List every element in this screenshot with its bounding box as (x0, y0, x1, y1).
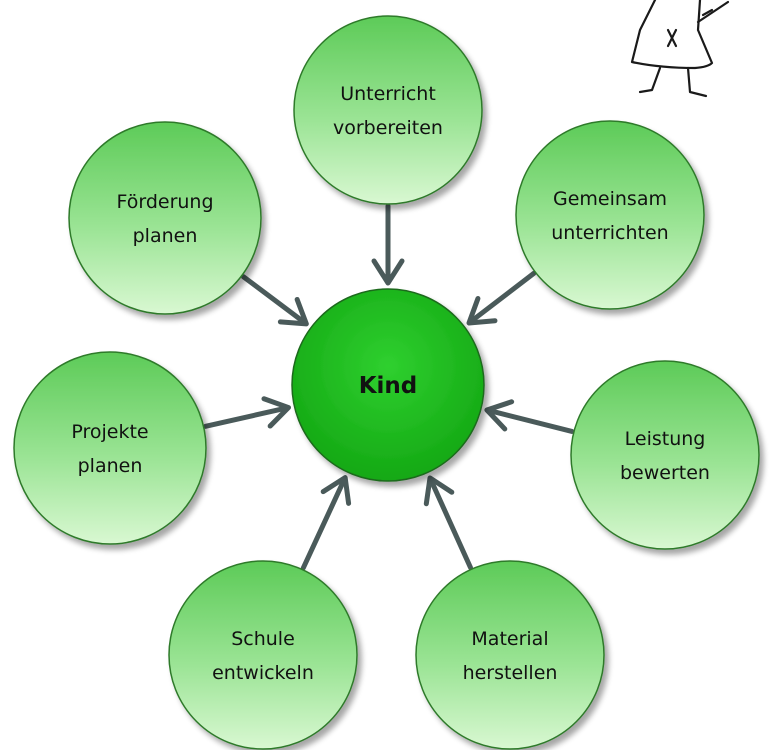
stick-figure-doodle (630, 0, 730, 98)
arrowhead-icon (484, 399, 515, 432)
node-label-line2: unterrichten (551, 222, 668, 244)
connector-line (240, 274, 306, 324)
arrowhead-icon (423, 475, 455, 507)
arrowhead-icon (277, 296, 309, 327)
node-label-line1: Material (471, 628, 548, 650)
connector-arrow-material-herstellen (423, 475, 473, 571)
node-label-line2: planen (78, 455, 143, 477)
node-unterricht-vorbereiten (293, 15, 483, 205)
node-label-line1: Schule (231, 628, 295, 650)
connector-line (203, 405, 288, 429)
node-label-line1: Förderung (116, 191, 213, 213)
connector-arrow-foerderung-planen (240, 274, 309, 327)
node-label-line2: herstellen (463, 662, 558, 684)
connector-arrow-leistung-bewerten (484, 399, 575, 434)
connector-arrow-schule-entwickeln (300, 475, 352, 571)
node-label-line2: entwickeln (212, 662, 314, 684)
connector-line (429, 479, 473, 571)
connector-arrow-projekte-planen (203, 396, 292, 429)
arrowhead-icon (466, 295, 498, 326)
connector-group (203, 203, 575, 571)
arrowhead-icon (371, 258, 405, 286)
node-schule-entwickeln (168, 560, 358, 750)
node-material-herstellen (415, 560, 605, 750)
node-leistung-bewerten (570, 360, 760, 550)
node-circle (13, 351, 207, 545)
node-circle (68, 121, 262, 315)
connector-line (488, 408, 575, 434)
arrowhead-icon (261, 396, 292, 429)
node-gemeinsam-unterrichten (515, 120, 705, 310)
connector-arrow-unterricht-vorbereiten (371, 203, 405, 286)
node-label-line1: Leistung (625, 428, 706, 450)
node-circle (168, 560, 358, 750)
node-label-line1: Projekte (71, 421, 148, 443)
center-circle (291, 288, 485, 482)
node-circle (415, 560, 605, 750)
node-projekte-planen (13, 351, 207, 545)
node-circle (570, 360, 760, 550)
node-circle (515, 120, 705, 310)
node-label-line2: bewerten (620, 462, 710, 484)
node-label-line2: vorbereiten (333, 117, 443, 139)
connector-line (300, 478, 346, 571)
node-circle (293, 15, 483, 205)
node-label-line1: Unterricht (340, 83, 436, 105)
center-node (291, 288, 485, 482)
connector-line (469, 270, 537, 324)
node-label-line2: planen (133, 225, 198, 247)
connector-arrow-gemeinsam-unterrichten (466, 270, 537, 326)
arrowhead-icon (320, 475, 352, 506)
node-foerderung-planen (68, 121, 262, 315)
node-label-line1: Gemeinsam (553, 188, 667, 210)
center-label: Kind (359, 373, 418, 399)
